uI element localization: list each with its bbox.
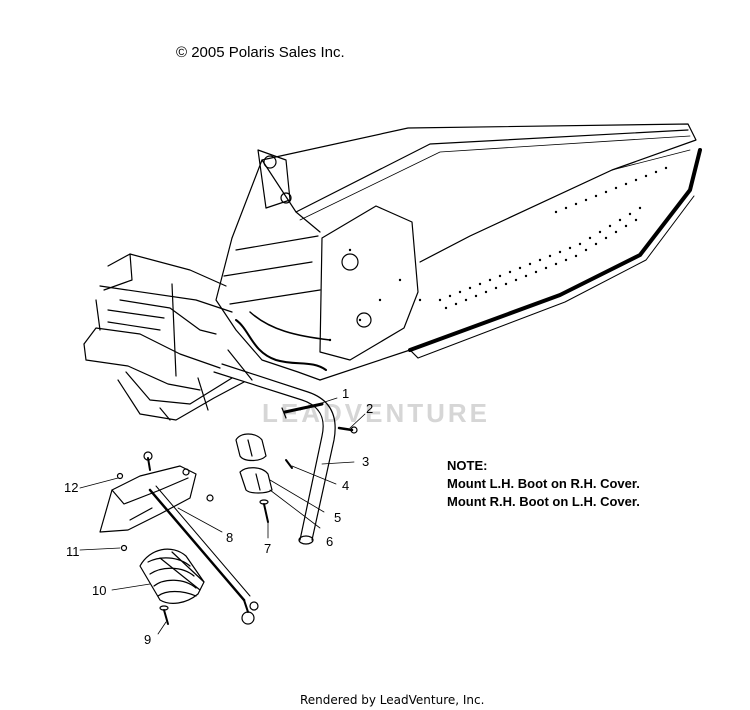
- tie-rod-part-8: [148, 485, 259, 625]
- callout-1: 1: [342, 386, 349, 401]
- clamp-part-4: [235, 433, 293, 469]
- callout-4: 4: [342, 478, 349, 493]
- bolt-part-1: [281, 402, 324, 419]
- callout-6: 6: [326, 534, 333, 549]
- callout-2: 2: [366, 401, 373, 416]
- note-line-2: Mount R.H. Boot on L.H. Cover.: [447, 494, 640, 509]
- pin-part-7: [259, 499, 269, 523]
- callout-9: 9: [144, 632, 151, 647]
- callout-labels: 1 2 3 4 5 6 7 8 9 10 11 12: [64, 386, 373, 647]
- callout-7: 7: [264, 541, 271, 556]
- boot-part-10: [120, 544, 205, 625]
- note-line-1: Mount L.H. Boot on R.H. Cover.: [447, 476, 640, 491]
- callout-11: 11: [66, 544, 80, 559]
- watermark-logo: LEADVENTURE: [262, 398, 491, 428]
- copyright-text: © 2005 Polaris Sales Inc.: [176, 44, 345, 61]
- chassis-tunnel: [83, 123, 702, 421]
- clamp-part-6: [239, 467, 273, 494]
- screw-part-2: [337, 426, 358, 434]
- note-title: NOTE:: [447, 458, 488, 473]
- mounting-note: NOTE: Mount L.H. Boot on R.H. Cover. Mou…: [447, 457, 640, 511]
- leader-lines: [79, 397, 366, 635]
- callout-12: 12: [64, 480, 78, 495]
- callout-8: 8: [226, 530, 233, 545]
- callout-3: 3: [362, 454, 369, 469]
- perforation-dots: [328, 166, 668, 342]
- callout-5: 5: [334, 510, 341, 525]
- callout-10: 10: [92, 583, 106, 598]
- steering-tube: [213, 363, 336, 545]
- footer-credit: Rendered by LeadVenture, Inc.: [300, 693, 485, 707]
- steering-cover-part-12: [99, 451, 214, 533]
